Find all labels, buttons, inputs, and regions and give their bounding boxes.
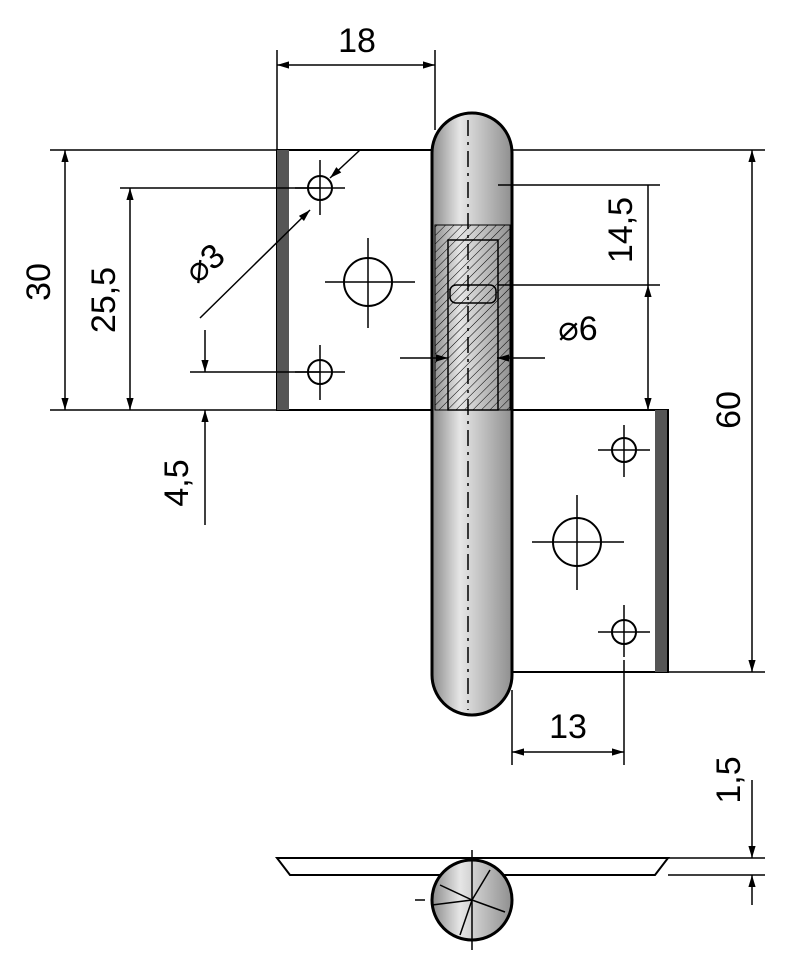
- dim-hole-center-offset: 13: [549, 708, 587, 746]
- dim-leaf-height: 30: [20, 263, 58, 301]
- dim-bore-depth: 14,5: [602, 197, 640, 263]
- hinge-pin: [430, 111, 514, 717]
- upper-leaf: [276, 149, 438, 411]
- dim-hole-spacing: 25,5: [85, 267, 123, 333]
- dim-small-hole-diameter: ⌀3: [178, 236, 233, 290]
- bottom-view: [274, 850, 671, 950]
- dim-total-height: 60: [710, 391, 748, 429]
- dim-hole-edge-offset: 4,5: [158, 459, 196, 506]
- dim-pin-diameter: ⌀6: [558, 310, 597, 348]
- dimension-lines: [50, 50, 765, 905]
- lower-leaf: [507, 409, 669, 673]
- dim-leaf-width: 18: [338, 22, 376, 60]
- dim-plate-thickness: 1,5: [710, 756, 748, 803]
